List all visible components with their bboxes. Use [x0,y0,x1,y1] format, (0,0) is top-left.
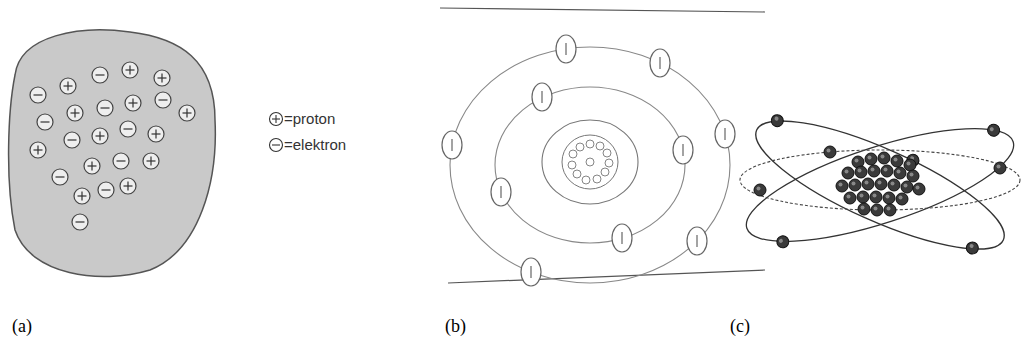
plum-pudding-model [9,30,216,277]
legend-row: =proton [268,110,335,127]
legend-text: =proton [284,110,335,127]
panel-label: (b) [445,316,466,337]
legend-text: =elektron [284,136,346,153]
panel-label: (c) [730,316,750,337]
proton-symbol [268,111,284,127]
panel-label: (a) [12,316,32,337]
legend-row: =elektron [268,136,346,153]
rutherford-model [735,92,1025,273]
bohr-model [440,8,765,286]
electron-symbol [268,137,284,153]
